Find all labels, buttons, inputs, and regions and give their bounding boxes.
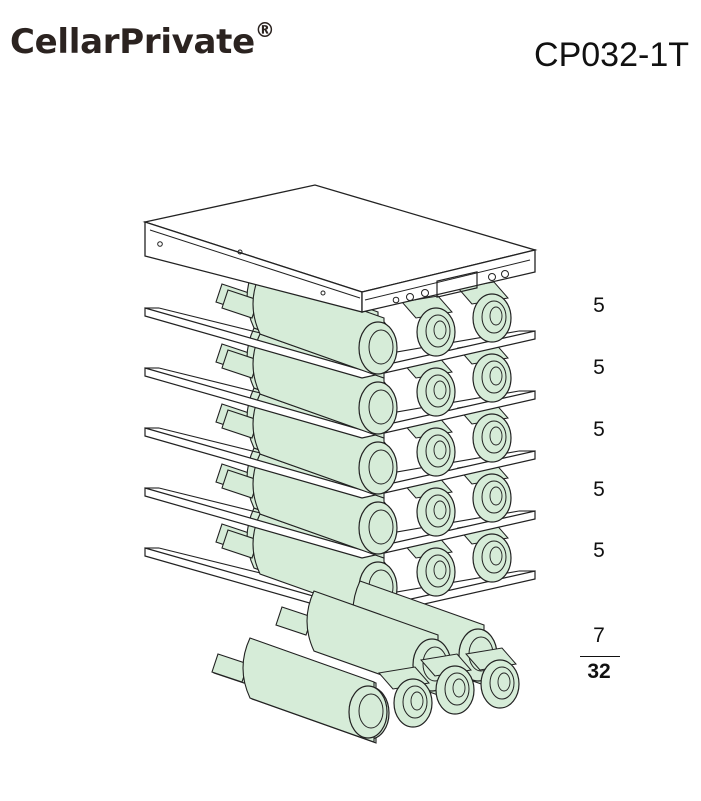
total-count: 32	[587, 660, 611, 683]
model-number: CP032-1T	[534, 36, 689, 74]
shelf-count-4: 5	[593, 478, 605, 501]
shelf-layer-3	[144, 387, 536, 499]
wine-bottle-icon	[211, 637, 388, 743]
shelf-count-5: 5	[593, 539, 605, 562]
wine-bottle-icon	[221, 513, 398, 619]
wine-bottle-icon	[420, 653, 475, 715]
wine-bottle-icon	[221, 333, 398, 439]
shelf-count-1: 5	[593, 294, 605, 317]
wine-bottle-icon	[221, 273, 398, 379]
brand-logo: CellarPrivate®	[10, 18, 275, 62]
registered-mark: ®	[254, 18, 275, 42]
control-panel-icon	[142, 184, 538, 313]
sum-divider	[580, 656, 620, 657]
shelf-count-3: 5	[593, 418, 605, 441]
wine-bottle-icon	[401, 295, 456, 357]
shelf-stack	[144, 267, 536, 619]
wine-bottle-icon	[401, 535, 456, 597]
shelf-count-2: 5	[593, 356, 605, 379]
bottom-bottle-layer	[211, 580, 520, 744]
brand-name: CellarPrivate	[10, 22, 255, 62]
wine-bottle-icon	[465, 647, 520, 709]
wine-bottle-icon	[221, 453, 398, 559]
wine-bottle-icon	[378, 666, 433, 728]
wine-bottle-icon	[457, 401, 512, 463]
bottom-count: 7	[593, 624, 605, 647]
wine-bottle-icon	[221, 393, 398, 499]
